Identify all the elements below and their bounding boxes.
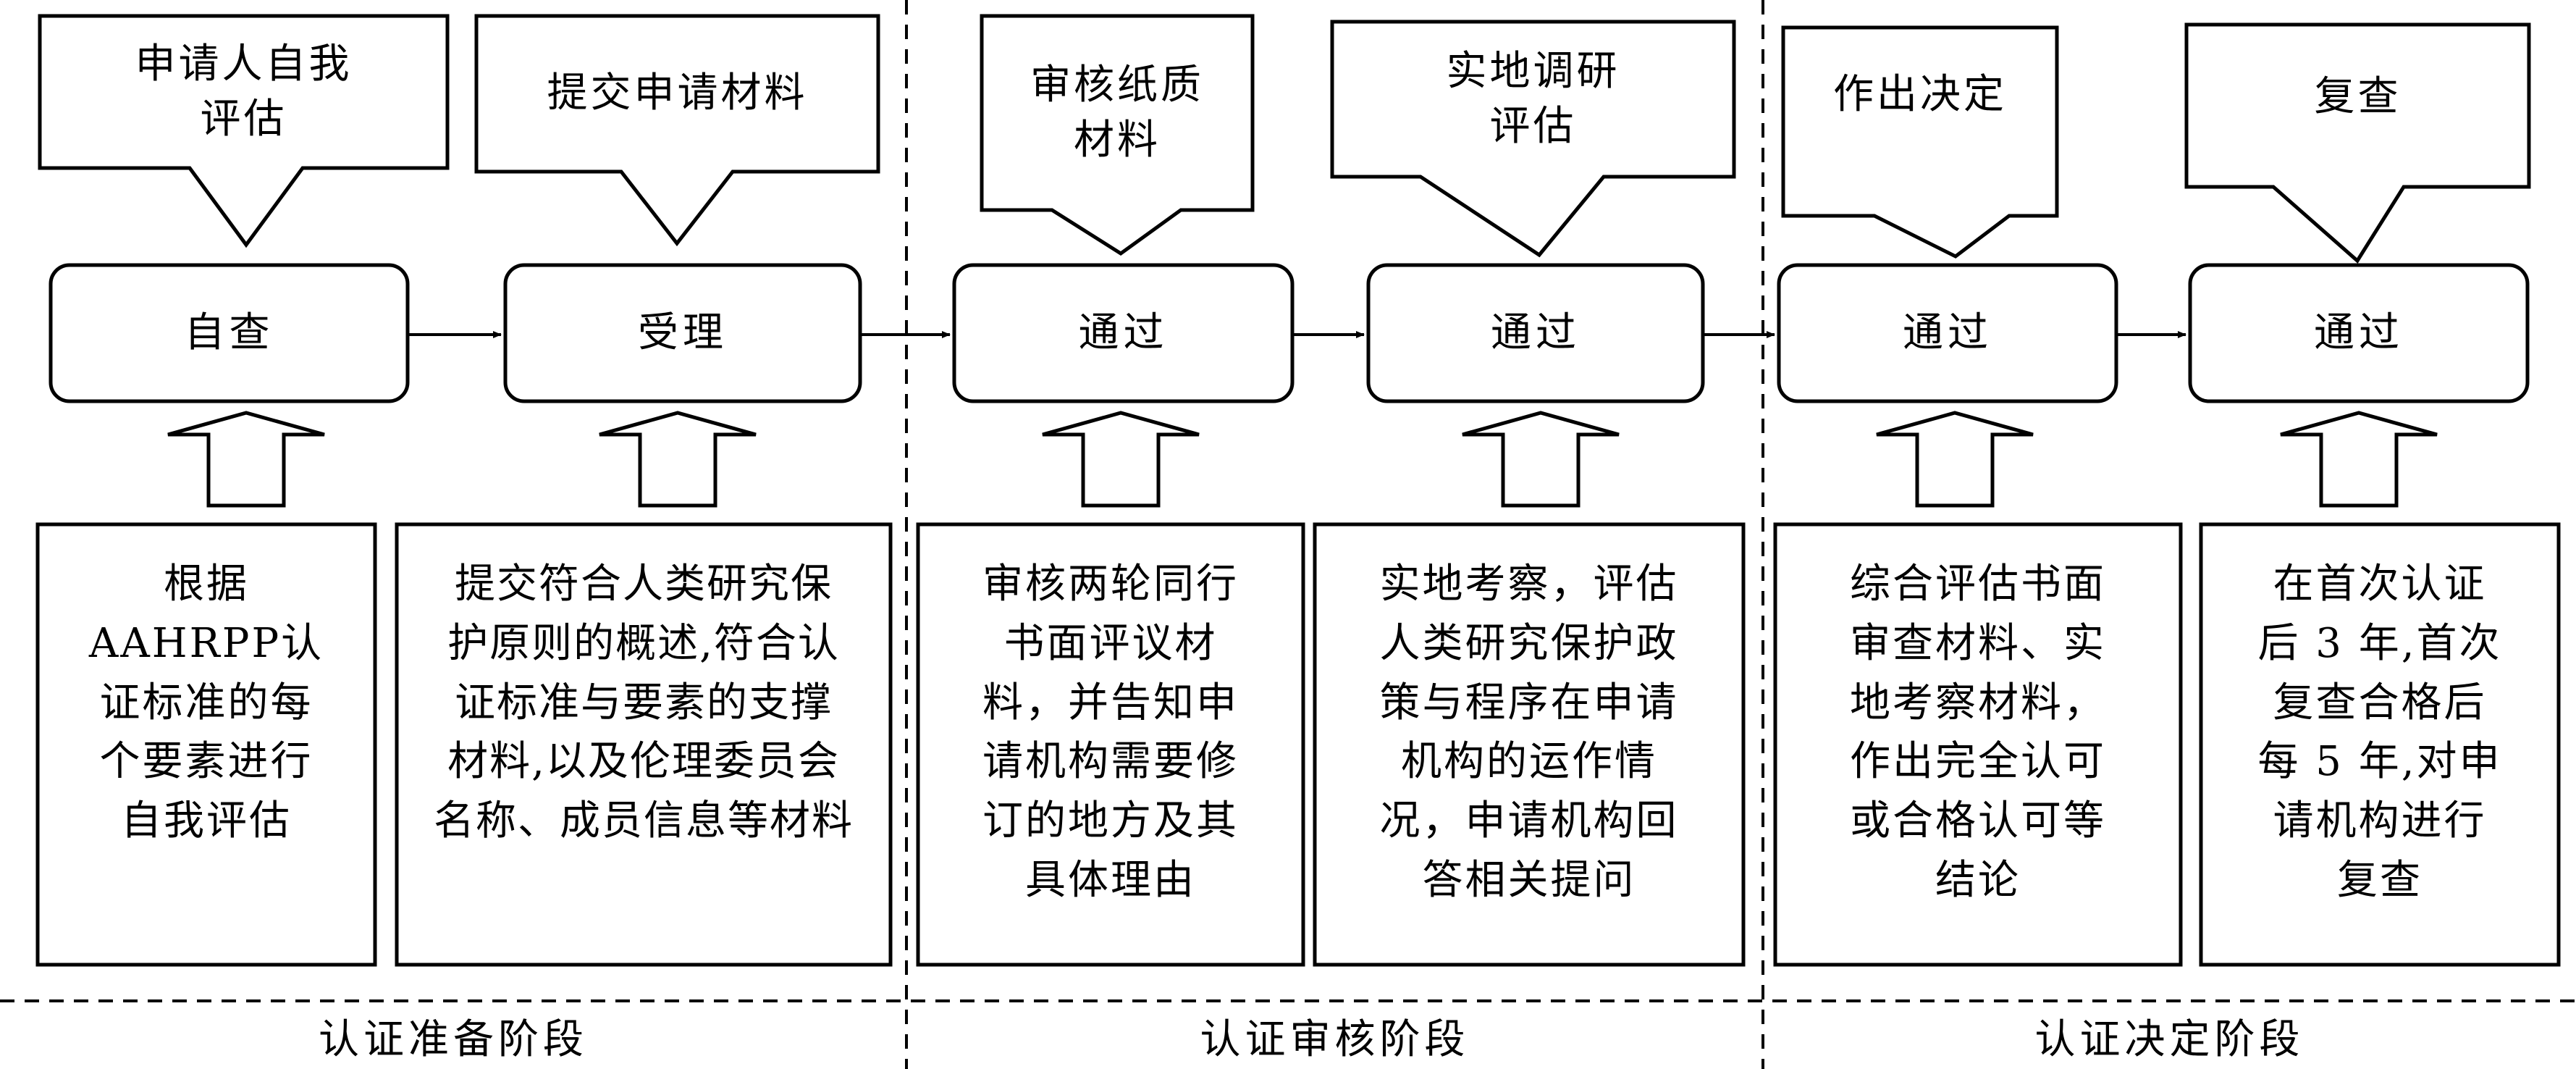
description-5-line-5: 或合格认可等 [1850, 797, 2106, 844]
description-4-line-4: 机构的运作情 [1401, 738, 1657, 786]
description-2-line-2: 护原则的概述,符合认 [447, 619, 840, 667]
callout-4-line-1: 实地调研 [1446, 47, 1620, 95]
description-5-line-2: 审查材料、实 [1850, 619, 2106, 667]
description-6-line-1: 在首次认证 [2273, 561, 2487, 608]
description-shape-2 [395, 522, 893, 967]
description-2-line-3: 证标准与要素的支撑 [455, 679, 833, 726]
callout-6-line-1: 复查 [2314, 72, 2402, 120]
callout-4: 实地调研 评估 [1332, 22, 1734, 177]
description-shape-4 [1313, 522, 1746, 967]
description-1-line-5: 自我评估 [121, 797, 292, 844]
callout-2-line-1: 提交申请材料 [547, 70, 808, 117]
callout-1-line-2: 评估 [200, 96, 287, 143]
callout-shape-3 [980, 14, 1255, 256]
description-5-line-6: 结论 [1935, 856, 2021, 904]
description-6-line-4: 每 5 年,对申 [2257, 738, 2502, 786]
description-5-line-4: 作出完全认可 [1850, 738, 2106, 786]
callout-4-line-2: 评估 [1489, 103, 1577, 150]
node-4: 通过 [1368, 265, 1703, 401]
node-2: 受理 [505, 265, 860, 401]
callout-1-line-1: 申请人自我 [135, 40, 353, 88]
description-3-line-3: 料，并告知申 [982, 679, 1239, 726]
node-5: 通过 [1779, 265, 2116, 401]
up-arrows [167, 411, 2438, 508]
callout-1: 申请人自我 评估 [40, 16, 447, 168]
stage-label-3: 认证决定阶段 [1763, 1011, 2576, 1069]
description-6-line-6: 复查 [2337, 856, 2423, 904]
up-arrow-6 [2280, 411, 2438, 508]
description-4-line-6: 答相关提问 [1422, 856, 1636, 904]
description-6: 在首次认证 后 3 年,首次 复查合格后 每 5 年,对申 请机构进行 复查 [2201, 524, 2559, 965]
description-1-line-1: 根据 [164, 561, 249, 608]
description-shapes [35, 522, 2561, 967]
up-arrow-1 [167, 411, 325, 508]
node-4-label: 通过 [1491, 309, 1580, 356]
description-2-line-4: 材料,以及伦理委员会 [447, 738, 840, 786]
description-6-line-3: 复查合格后 [2273, 679, 2487, 726]
stage-label-1: 认证准备阶段 [0, 1011, 906, 1069]
stage-label-2: 认证审核阶段 [906, 1011, 1763, 1069]
callout-5: 作出决定 [1783, 28, 2057, 162]
description-3-line-2: 书面评议材 [1003, 619, 1218, 667]
node-shapes [49, 263, 2530, 403]
callout-3-line-2: 材料 [1074, 117, 1161, 164]
node-5-label: 通过 [1903, 309, 1992, 356]
description-6-line-2: 后 3 年,首次 [2257, 619, 2502, 667]
description-2-line-1: 提交符合人类研究保 [455, 561, 833, 608]
description-4-line-3: 策与程序在申请 [1379, 679, 1679, 726]
description-4-line-1: 实地考察，评估 [1379, 561, 1679, 608]
description-4-line-5: 况，申请机构回 [1379, 797, 1679, 844]
callout-3-line-1: 审核纸质 [1030, 61, 1204, 109]
stage-label-1-text: 认证准备阶段 [319, 1015, 588, 1063]
description-2: 提交符合人类研究保 护原则的概述,符合认 证标准与要素的支撑 材料,以及伦理委员… [397, 524, 891, 965]
stage-label-3-text: 认证决定阶段 [2034, 1015, 2304, 1063]
description-3-line-5: 订的地方及其 [982, 797, 1239, 844]
description-1-line-4: 个要素进行 [99, 738, 313, 786]
up-arrow-3 [1042, 411, 1200, 508]
node-3: 通过 [954, 265, 1292, 401]
description-3-line-4: 请机构需要修 [982, 738, 1239, 786]
up-arrow-4 [1462, 411, 1620, 508]
callout-shape-4 [1330, 20, 1736, 258]
description-1-line-2: AAHRPP认 [88, 619, 324, 667]
node-shape-6 [2188, 263, 2530, 403]
node-6-label: 通过 [2314, 309, 2404, 356]
description-2-line-5: 名称、成员信息等材料 [434, 797, 854, 844]
description-3: 审核两轮同行 书面评议材 料，并告知申 请机构需要修 订的地方及其 具体理由 [918, 524, 1303, 965]
description-5-line-3: 地考察材料， [1850, 679, 2106, 726]
description-shape-1 [35, 522, 377, 967]
stage-label-2-text: 认证审核阶段 [1200, 1015, 1470, 1063]
description-shape-3 [916, 522, 1305, 967]
description-3-line-6: 具体理由 [1025, 856, 1196, 904]
description-shape-6 [2199, 522, 2561, 967]
node-6: 通过 [2190, 265, 2527, 401]
up-arrow-5 [1876, 411, 2034, 508]
callout-shapes [38, 14, 2531, 264]
description-4: 实地考察，评估 人类研究保护政 策与程序在申请 机构的运作情 况，申请机构回 答… [1315, 524, 1743, 965]
node-1-label: 自查 [184, 309, 274, 356]
description-shape-5 [1773, 522, 2183, 967]
node-2-label: 受理 [638, 309, 728, 356]
description-5: 综合评估书面 审查材料、实 地考察材料， 作出完全认可 或合格认可等 结论 [1775, 524, 2181, 965]
description-4-line-2: 人类研究保护政 [1379, 619, 1679, 667]
callout-3: 审核纸质 材料 [982, 16, 1253, 210]
callout-shape-1 [38, 14, 450, 248]
description-1-line-3: 证标准的每 [99, 679, 313, 726]
up-arrow-2 [599, 411, 757, 508]
callout-shape-5 [1781, 25, 2059, 259]
description-3-line-1: 审核两轮同行 [982, 561, 1239, 608]
description-5-line-1: 综合评估书面 [1850, 561, 2106, 608]
description-6-line-5: 请机构进行 [2273, 797, 2487, 844]
node-1: 自查 [51, 265, 408, 401]
node-3-label: 通过 [1078, 309, 1169, 356]
callout-shape-6 [2184, 22, 2531, 264]
callout-5-line-1: 作出决定 [1833, 70, 2007, 118]
description-1: 根据 AAHRPP认 证标准的每 个要素进行 自我评估 [38, 524, 375, 965]
callout-6: 复查 [2186, 25, 2529, 169]
callout-shape-2 [474, 14, 880, 247]
callout-2: 提交申请材料 [476, 16, 878, 172]
